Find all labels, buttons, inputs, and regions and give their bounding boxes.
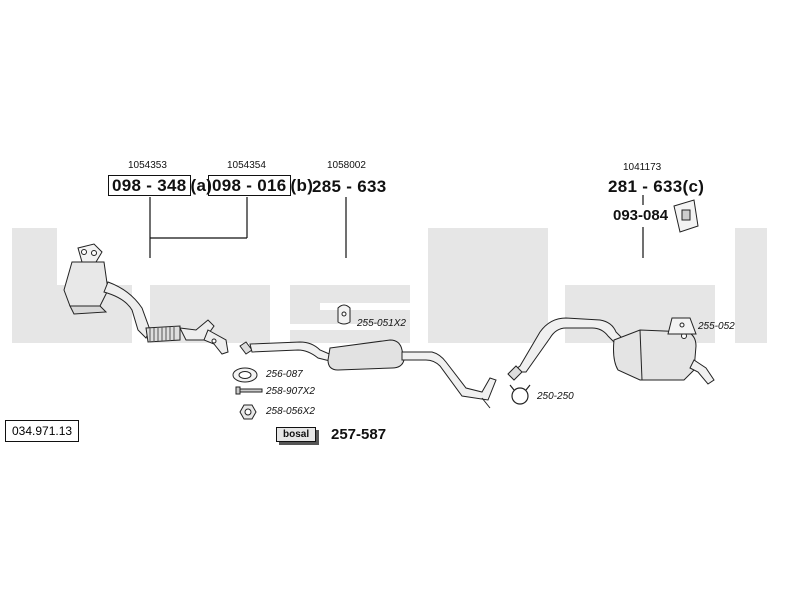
- gasket-icon: [232, 367, 258, 383]
- ref-number: 1054354: [227, 160, 266, 171]
- catalog-number: 034.971.13: [5, 420, 80, 442]
- kit-part-number[interactable]: 257-587: [331, 426, 387, 443]
- fitting-label[interactable]: 255-052: [698, 321, 735, 332]
- ref-number: 1041173: [623, 162, 662, 173]
- bracket-part-number[interactable]: 093-084: [613, 207, 669, 224]
- catalytic-converter: [63, 243, 151, 339]
- rubber-mount-icon: [667, 317, 697, 335]
- fitting-label[interactable]: 256-087: [266, 369, 303, 380]
- center-pipe: [239, 339, 497, 409]
- rubber-hanger-icon: [337, 304, 351, 325]
- flex-pipe: [145, 319, 229, 355]
- part-suffix: (c): [682, 177, 705, 196]
- fitting-label[interactable]: 250-250: [537, 391, 574, 402]
- part-callout[interactable]: 098 - 348(a): [108, 175, 213, 196]
- part-number: 281 - 633: [608, 177, 683, 196]
- part-number: 098 - 348: [108, 175, 191, 196]
- part-number: 285 - 633: [312, 177, 387, 196]
- nut-icon: [239, 404, 257, 420]
- fitting-label[interactable]: 258-056X2: [266, 406, 315, 417]
- bracket-icon: [673, 199, 699, 233]
- fitting-label[interactable]: 255-051X2: [357, 318, 406, 329]
- kit-badge: bosal: [276, 427, 317, 442]
- part-callout[interactable]: 098 - 016(b): [208, 175, 314, 196]
- ref-number: 1054353: [128, 160, 167, 171]
- part-suffix: (a): [190, 176, 213, 195]
- bolt-icon: [235, 386, 263, 395]
- part-callout[interactable]: 285 - 633: [312, 177, 387, 197]
- leader-lines: [149, 195, 644, 258]
- part-number: 098 - 016: [208, 175, 291, 196]
- ref-number: 1058002: [327, 160, 366, 171]
- part-callout[interactable]: 281 - 633(c): [608, 177, 704, 197]
- clamp-icon: [509, 384, 531, 405]
- part-suffix: (b): [290, 176, 314, 195]
- fitting-label[interactable]: 258-907X2: [266, 386, 315, 397]
